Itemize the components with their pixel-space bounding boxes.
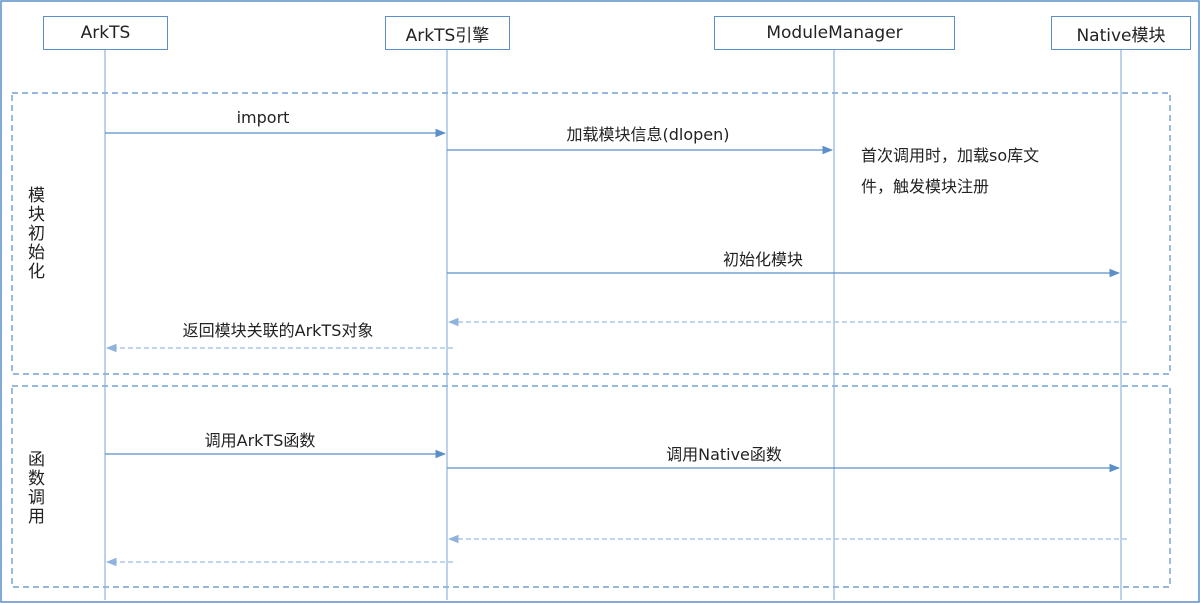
group-label-init: 模块初始化 [24, 186, 44, 281]
message-label-dlopen: 加载模块信息(dlopen) [566, 125, 730, 144]
participant-module-manager: ModuleManager [714, 16, 955, 50]
messages [105, 128, 1127, 567]
message-label-init-module: 初始化模块 [722, 250, 804, 269]
message-label-return-object: 返回模块关联的ArkTS对象 [182, 321, 374, 340]
participant-native-module: Native模块 [1051, 16, 1191, 50]
message-label-call-arkts: 调用ArkTS函数 [204, 431, 316, 450]
lifelines [104, 50, 1122, 600]
message-label-call-native: 调用Native函数 [666, 445, 782, 464]
message-label-import: import [236, 108, 290, 127]
note-line-1: 首次调用时，加载so库文 [861, 146, 1040, 165]
group-label-call: 函数调用 [24, 450, 44, 526]
group-frame-call [11, 385, 1171, 588]
participant-arkts: ArkTS [43, 16, 168, 50]
participant-arkts-engine: ArkTS引擎 [385, 16, 510, 50]
note-module-registration: 首次调用时，加载so库文 件，触发模块注册 [861, 140, 1039, 202]
note-line-2: 件，触发模块注册 [861, 177, 990, 196]
